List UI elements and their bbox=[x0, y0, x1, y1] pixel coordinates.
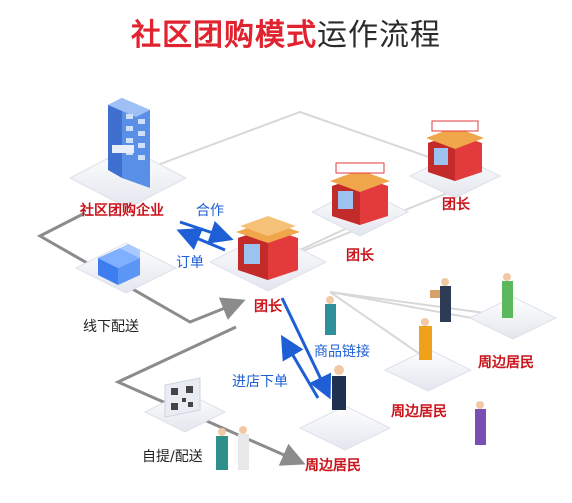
node-label-resident-right: 周边居民 bbox=[478, 355, 534, 371]
edge-label-store-order: 进店下单 bbox=[232, 374, 288, 390]
diagram-title: 社区团购模式运作流程 bbox=[131, 18, 441, 53]
node-label-leader-center: 团长 bbox=[254, 299, 282, 315]
node-label-pickup-delivery: 自提/配送 bbox=[142, 449, 203, 465]
store-icon-right bbox=[426, 120, 484, 181]
resident-person-icon bbox=[216, 273, 513, 470]
node-label-resident-bottom: 周边居民 bbox=[305, 458, 361, 474]
store-icon-center bbox=[236, 216, 300, 280]
node-label-offline-delivery: 线下配送 bbox=[83, 319, 139, 335]
node-label-enterprise: 社区团购企业 bbox=[80, 203, 164, 219]
node-label-leader-mid: 团长 bbox=[346, 248, 374, 264]
node-label-leader-right: 团长 bbox=[442, 197, 470, 213]
delivery-truck-icon bbox=[98, 244, 140, 285]
node-label-resident-mid: 周边居民 bbox=[391, 404, 447, 420]
edge-label-order: 订单 bbox=[176, 255, 204, 271]
enterprise-building-icon bbox=[108, 98, 150, 188]
qr-code-icon bbox=[164, 377, 201, 418]
edge-label-cooperate: 合作 bbox=[196, 203, 224, 219]
edge-label-product-link: 商品链接 bbox=[314, 344, 370, 360]
store-icon-mid bbox=[330, 162, 390, 225]
blue-flow-arrows bbox=[176, 220, 332, 400]
